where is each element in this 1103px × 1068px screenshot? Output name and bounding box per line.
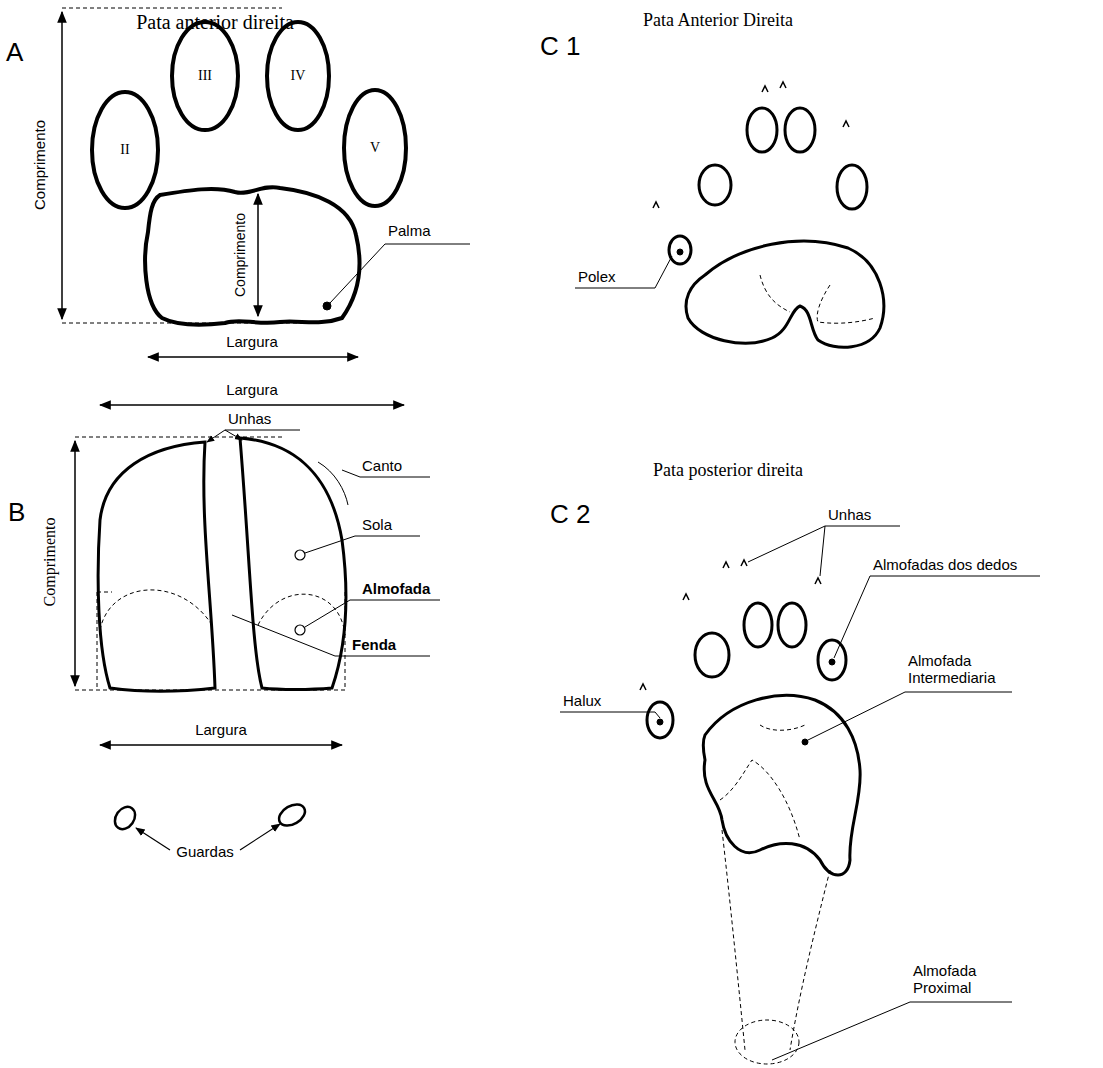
part-label: Sola: [362, 516, 392, 533]
part-label: Palma: [388, 222, 431, 239]
part-label: Unhas: [828, 506, 871, 523]
toe-pad-iii: III: [170, 20, 240, 132]
toe-pad-ii: II: [90, 90, 160, 210]
panel-title: Pata anterior direita: [136, 11, 294, 34]
panel-letter: C 1: [540, 32, 580, 62]
part-label: Almofada: [362, 580, 430, 597]
panel-title: Pata Anterior Direita: [643, 10, 793, 31]
part-label: Guardas: [176, 843, 234, 860]
dimension-label: Comprimento: [41, 516, 59, 609]
part-label: Almofada Proximal: [913, 962, 1013, 997]
digit-number: III: [170, 20, 240, 132]
part-label: Polex: [578, 268, 616, 285]
toe-pad-iv: IV: [265, 20, 331, 132]
panel-letter: A: [6, 38, 23, 68]
part-label: Unhas: [228, 410, 271, 427]
dimension-label: Comprimento: [31, 118, 48, 212]
part-label: Halux: [563, 692, 601, 709]
dimension-label: Comprimento: [232, 211, 248, 299]
digit-number: II: [90, 90, 160, 210]
panel-letter: B: [8, 498, 25, 528]
dimension-label: Largura: [226, 333, 278, 350]
panel-title: Pata posterior direita: [653, 460, 803, 481]
panel-letter: C 2: [550, 500, 590, 530]
dimension-label: Largura: [195, 721, 247, 738]
digit-number: IV: [265, 20, 331, 132]
toe-pad-v: V: [342, 88, 408, 208]
part-label: Canto: [362, 457, 402, 474]
dimension-label: Largura: [226, 381, 278, 398]
part-label: Almofada Intermediaria: [908, 652, 1010, 687]
part-label: Almofadas dos dedos: [873, 556, 1017, 573]
digit-number: V: [342, 88, 408, 208]
part-label: Fenda: [352, 636, 396, 653]
